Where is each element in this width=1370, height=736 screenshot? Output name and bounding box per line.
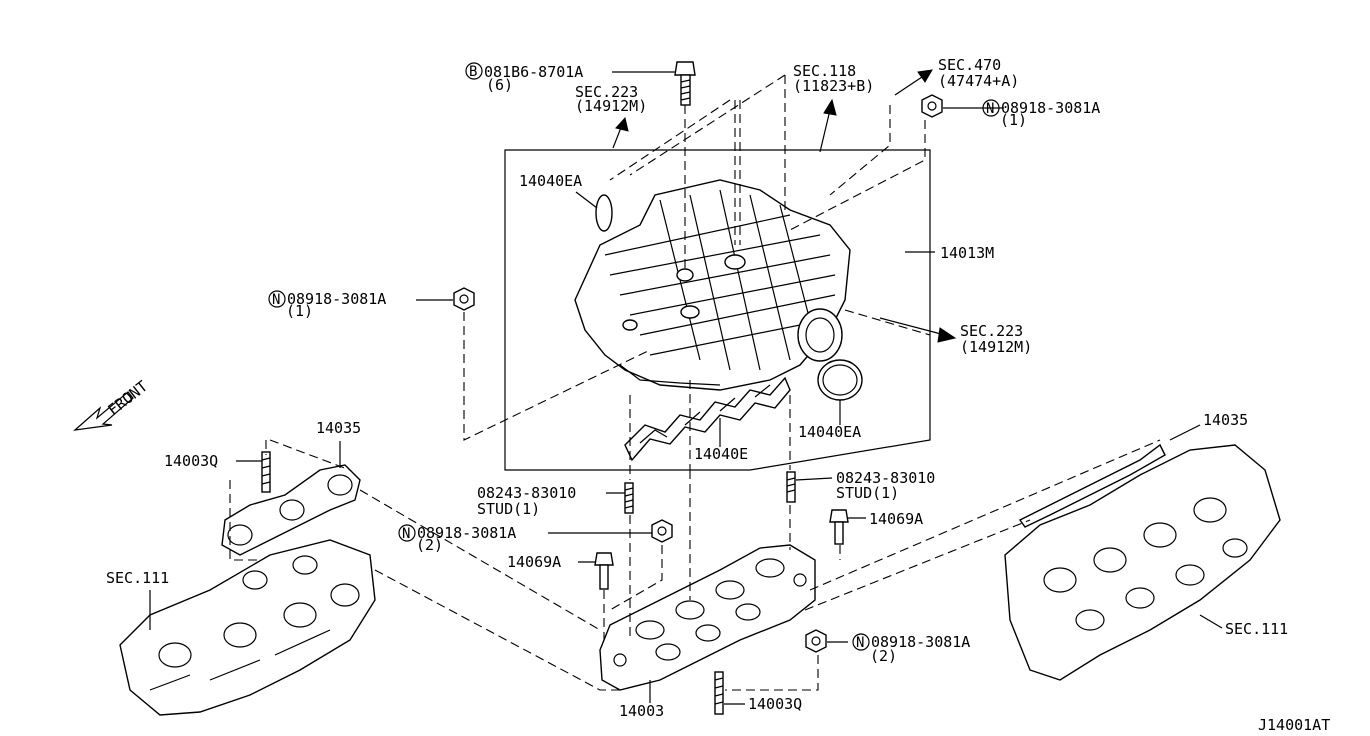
manifold-gasket [624, 376, 791, 462]
nut-marker-icon: N N N N [268, 99, 1000, 651]
label-gasket-head-left: 14035 [316, 419, 361, 437]
label-nut-bottom-right-qty: (2) [870, 647, 897, 665]
label-stud-right: 08243-83010 [836, 469, 935, 487]
svg-text:B: B [469, 64, 477, 80]
svg-text:N: N [402, 526, 410, 542]
label-gasket-right: 14040EA [798, 423, 861, 441]
label-sec223-right: SEC.223 [960, 322, 1023, 340]
nut-bottom-right [805, 629, 827, 653]
label-nut-top-right-qty: (1) [1000, 111, 1027, 129]
label-stud-center-desc: STUD(1) [477, 500, 540, 518]
svg-text:N: N [856, 635, 864, 651]
gasket-oval-right [817, 359, 863, 401]
label-sec223-right-ref: (14912M) [960, 338, 1032, 356]
svg-text:N: N [986, 101, 994, 117]
label-bolt-top: 081B6-8701A [484, 63, 583, 81]
label-gasket-head-right: 14035 [1203, 411, 1248, 429]
head-gasket-left [221, 464, 361, 556]
label-sec470-ref: (47474+A) [938, 72, 1019, 90]
label-sec111-right: SEC.111 [1225, 620, 1288, 638]
nut-center [651, 519, 673, 543]
label-sec118-ref: (11823+B) [793, 77, 874, 95]
nut-top-right [921, 94, 943, 118]
head-gasket-right [1018, 443, 1166, 528]
label-stud-bottom: 14003Q [748, 695, 802, 713]
label-sec470: SEC.470 [938, 56, 1001, 74]
label-collector: 14013M [940, 244, 994, 262]
label-front: FRONT [104, 377, 151, 419]
leader-lines [149, 71, 1223, 705]
label-manifold: 14003 [619, 702, 664, 720]
bolt-left [594, 552, 614, 590]
label-stud-left: 14003Q [164, 452, 218, 470]
label-sec223-top-ref: (14912M) [575, 97, 647, 115]
sec-arrows [612, 69, 957, 343]
label-nut-center-qty: (2) [416, 536, 443, 554]
nut-left [453, 287, 475, 311]
intake-manifold [599, 544, 816, 691]
label-bolt-left: 14069A [507, 553, 561, 571]
cylinder-head-left [119, 539, 376, 716]
label-nut-top-right: 08918-3081A [1001, 99, 1100, 117]
stud-left [261, 451, 271, 493]
label-nut-center: 08918-3081A [417, 524, 516, 542]
label-gasket-top: 14040EA [519, 172, 582, 190]
label-gasket-manifold: 14040E [694, 445, 748, 463]
label-bolt-right: 14069A [869, 510, 923, 528]
front-arrow [73, 391, 134, 431]
diagram-id: J14001AT [1258, 716, 1330, 734]
label-stud-center: 08243-83010 [477, 484, 576, 502]
gasket-oval-top [595, 194, 613, 232]
label-nut-bottom-right: 08918-3081A [871, 633, 970, 651]
label-stud-right-desc: STUD(1) [836, 484, 899, 502]
label-sec111-left: SEC.111 [106, 569, 169, 587]
assembly-lines [229, 74, 1161, 691]
stud-right [786, 471, 796, 503]
label-sec118: SEC.118 [793, 62, 856, 80]
collector-group-frame [504, 149, 931, 471]
bolt-top [674, 61, 696, 106]
label-bolt-top-qty: (6) [486, 76, 513, 94]
bolt-marker-icon: B [465, 62, 483, 80]
stud-center [624, 482, 634, 514]
stud-bottom [714, 671, 724, 715]
label-nut-left: 08918-3081A [287, 290, 386, 308]
cylinder-head-right [1004, 444, 1281, 681]
svg-text:N: N [272, 292, 280, 308]
bolt-right [829, 509, 849, 545]
label-sec223-top: SEC.223 [575, 83, 638, 101]
label-nut-left-qty: (1) [286, 302, 313, 320]
intake-collector [574, 179, 851, 391]
